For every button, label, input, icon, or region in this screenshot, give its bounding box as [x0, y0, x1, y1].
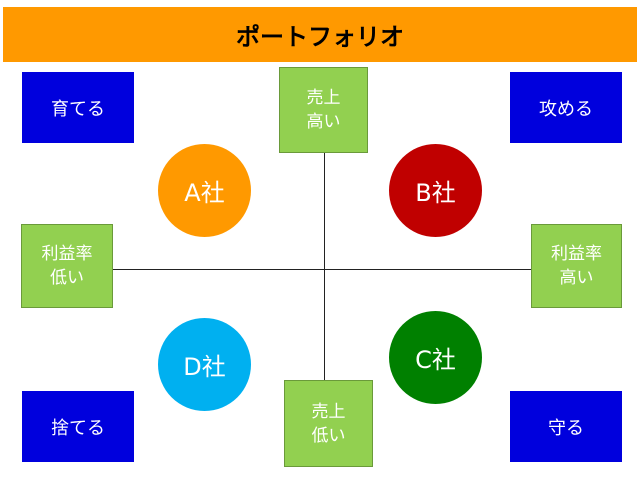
axis-label-bottom-line1: 売上 [311, 401, 346, 422]
axis-label-top-line1: 売上 [306, 88, 341, 108]
axis-label-left-line1: 利益率 [41, 244, 93, 264]
action-box-bottom-left: 捨てる [22, 391, 134, 462]
axis-label-right-line1: 利益率 [551, 244, 602, 264]
action-label-discard: 捨てる [51, 417, 105, 439]
company-a-circle: A社 [158, 144, 251, 237]
axis-label-right: 利益率 高い [531, 224, 622, 308]
axis-label-left: 利益率 低い [21, 224, 113, 308]
axis-label-bottom: 売上 低い [284, 380, 373, 467]
action-box-top-left: 育てる [22, 72, 134, 143]
company-d-circle: D社 [158, 318, 251, 411]
company-c-label: C社 [415, 346, 456, 374]
company-a-label: A社 [184, 179, 225, 207]
company-b-circle: B社 [389, 144, 482, 237]
vertical-axis [324, 153, 325, 381]
company-c-circle: C社 [389, 311, 482, 404]
axis-label-right-line2: 高い [559, 268, 594, 288]
action-label-attack: 攻める [539, 98, 593, 120]
title-bar: ポートフォリオ [3, 7, 637, 62]
diagram-title: ポートフォリオ [236, 23, 404, 51]
company-d-label: D社 [183, 353, 226, 381]
action-box-top-right: 攻める [510, 72, 622, 143]
axis-label-top: 売上 高い [279, 67, 368, 153]
company-b-label: B社 [415, 179, 456, 207]
action-box-bottom-right: 守る [510, 391, 622, 462]
horizontal-axis [113, 269, 531, 270]
axis-label-left-line2: 低い [50, 268, 84, 288]
action-label-grow: 育てる [51, 98, 105, 120]
action-label-defend: 守る [548, 417, 584, 439]
axis-label-bottom-line2: 低い [311, 425, 346, 446]
axis-label-top-line2: 高い [306, 112, 341, 132]
